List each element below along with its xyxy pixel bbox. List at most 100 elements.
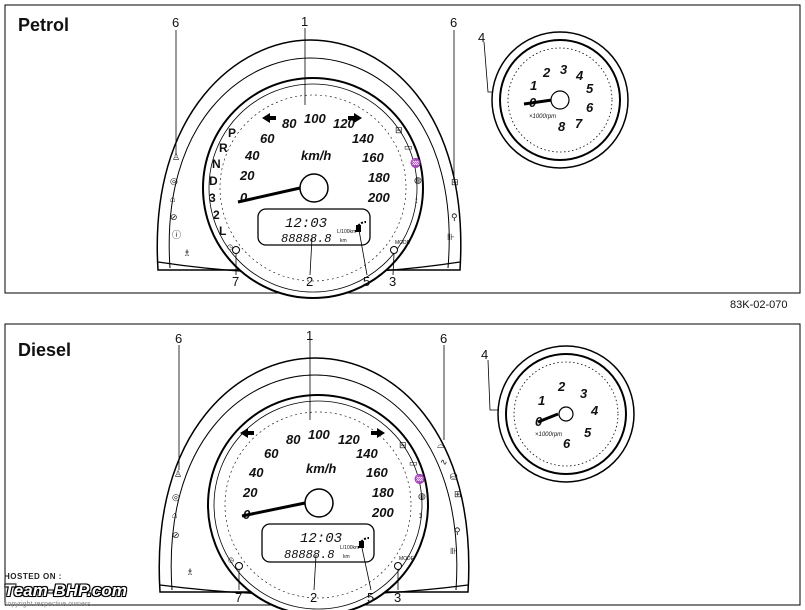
callout-label: 2: [306, 274, 313, 289]
trip-reset-knob[interactable]: [235, 562, 243, 570]
tacho-tick: 4: [575, 68, 584, 83]
watermark-copyright: copyright respective owners: [4, 601, 91, 608]
tachometer: 0 1 2 3 4 5 6 ×1000rpm: [497, 345, 635, 483]
fuel-icon: [356, 225, 361, 232]
right-turn-icon: [348, 113, 362, 123]
callout-label: 1: [306, 328, 313, 343]
tacho-tick: 5: [586, 81, 594, 96]
watermark: HOSTED ON : Team-BHP.com copyright respe…: [4, 572, 127, 608]
petrol-panel: Petrol 0 20 40 60 80 100 120 140 160 180…: [4, 4, 801, 299]
speed-tick: 140: [352, 131, 374, 146]
lcd-clock: 12:03: [285, 216, 327, 232]
callout-label: 5: [363, 274, 370, 289]
lcd-odometer: 88888.8: [284, 548, 334, 562]
left-turn-icon: [240, 428, 254, 438]
speed-tick: 200: [371, 505, 394, 520]
tacho-tick: 5: [584, 425, 592, 440]
left-turn-icon: [262, 113, 276, 123]
mode-button[interactable]: [390, 246, 398, 254]
mode-label: MODE: [395, 240, 411, 246]
speed-tick: 120: [338, 432, 360, 447]
lcd-odometer: 88888.8: [281, 232, 331, 246]
immobilizer-icon: ↕: [418, 510, 423, 520]
speed-tick: 160: [362, 150, 384, 165]
speed-tick: 60: [264, 446, 279, 461]
power-steering-icon: ◍: [414, 175, 422, 185]
right-turn-icon: [371, 428, 385, 438]
fuel-icon: [359, 541, 364, 548]
speed-unit: km/h: [301, 148, 331, 163]
callout-leaders: [175, 28, 534, 276]
tacho-tick: 8: [558, 119, 566, 134]
callout-label: 6: [175, 331, 182, 346]
speed-tick: 80: [282, 116, 297, 131]
callout-label: 6: [440, 331, 447, 346]
tacho-tick: 6: [563, 436, 571, 451]
needle-hub: [299, 173, 329, 203]
headlight-icon: ⊟: [399, 440, 407, 450]
engine-icon: ⌂: [172, 510, 177, 520]
gear-letter: 3: [209, 191, 216, 205]
gear-letter: N: [212, 157, 221, 171]
tachometer: 0 1 2 3 4 5 6 7 8 ×1000rpm: [491, 31, 629, 169]
callout-label: 5: [367, 590, 374, 605]
speed-unit: km/h: [306, 461, 336, 476]
lcd-odo-unit: km: [343, 554, 350, 560]
gear-letter: P: [228, 126, 236, 140]
gear-letter: 2: [213, 208, 220, 222]
gear-letter: L: [219, 224, 226, 238]
tacho-tick: 2: [557, 379, 566, 394]
speed-tick: 180: [368, 170, 390, 185]
lock-icon: ⊞: [451, 177, 459, 187]
watermark-hosted: HOSTED ON :: [4, 572, 62, 581]
headlight-icon: ⊟: [395, 125, 403, 135]
gear-indicator: P R N D 3 2 L: [209, 126, 236, 238]
callout-label: 6: [172, 15, 179, 30]
tacho-tick: 1: [538, 393, 545, 408]
speed-tick: 0: [240, 190, 248, 205]
brake-icon: ⓘ: [172, 230, 181, 240]
trip-reset-knob[interactable]: [232, 246, 240, 254]
airbag-off-icon: ⚲: [451, 212, 458, 222]
clock-icon: ◷: [228, 557, 234, 564]
speed-tick: 40: [248, 465, 264, 480]
tacho-tick: 4: [590, 403, 599, 418]
callout-label: 2: [310, 590, 317, 605]
lock-icon: ⊞: [454, 489, 462, 499]
callout-label: 3: [394, 590, 401, 605]
left-warning-icons: ♙ ◎ ⌂ ⊘ ⓘ ♗: [170, 152, 191, 258]
lcd-fuel-unit: L/100km: [337, 229, 356, 235]
speed-tick: 100: [308, 427, 330, 442]
speed-tick: 200: [367, 190, 390, 205]
battery-icon: ▭: [404, 142, 413, 152]
tacho-tick: 1: [530, 78, 537, 93]
airbag-off-icon: ⚲: [454, 526, 461, 536]
tacho-tick: 6: [586, 100, 594, 115]
speed-tick: 40: [244, 148, 260, 163]
lcd-fuel-unit: L/100km: [340, 545, 359, 551]
fog-icon: ⊪: [450, 546, 458, 556]
lcd-display: [257, 208, 371, 246]
mode-button[interactable]: [394, 562, 402, 570]
tacho-tick: 3: [560, 62, 568, 77]
watermark-brand: Team-BHP.com: [4, 581, 127, 600]
callout-leaders: [178, 340, 537, 591]
speed-needle: [241, 501, 306, 518]
airbag-icon: ⊘: [170, 212, 178, 222]
oil-icon: ♒: [410, 157, 421, 168]
clock-icon: ◷: [227, 244, 233, 251]
tacho-unit: ×1000rpm: [535, 432, 562, 438]
speed-tick: 100: [304, 111, 326, 126]
gear-letter: R: [219, 141, 228, 155]
speed-tick: 60: [260, 131, 275, 146]
dpf-icon: ⛁: [450, 472, 458, 482]
callout-label: 1: [301, 14, 308, 29]
tacho-needle: [537, 412, 559, 424]
abs-icon: ◎: [172, 492, 180, 502]
power-steering-icon: ◍: [418, 491, 426, 501]
right-warning-icons: ⊟ ▭ ♒ ◍ ↕ ⊞ ⚲ ⊪: [395, 125, 459, 242]
tacho-needle: [523, 98, 553, 106]
water-in-fuel-icon: ∿: [440, 457, 448, 467]
fog-icon: ⊪: [447, 232, 455, 242]
